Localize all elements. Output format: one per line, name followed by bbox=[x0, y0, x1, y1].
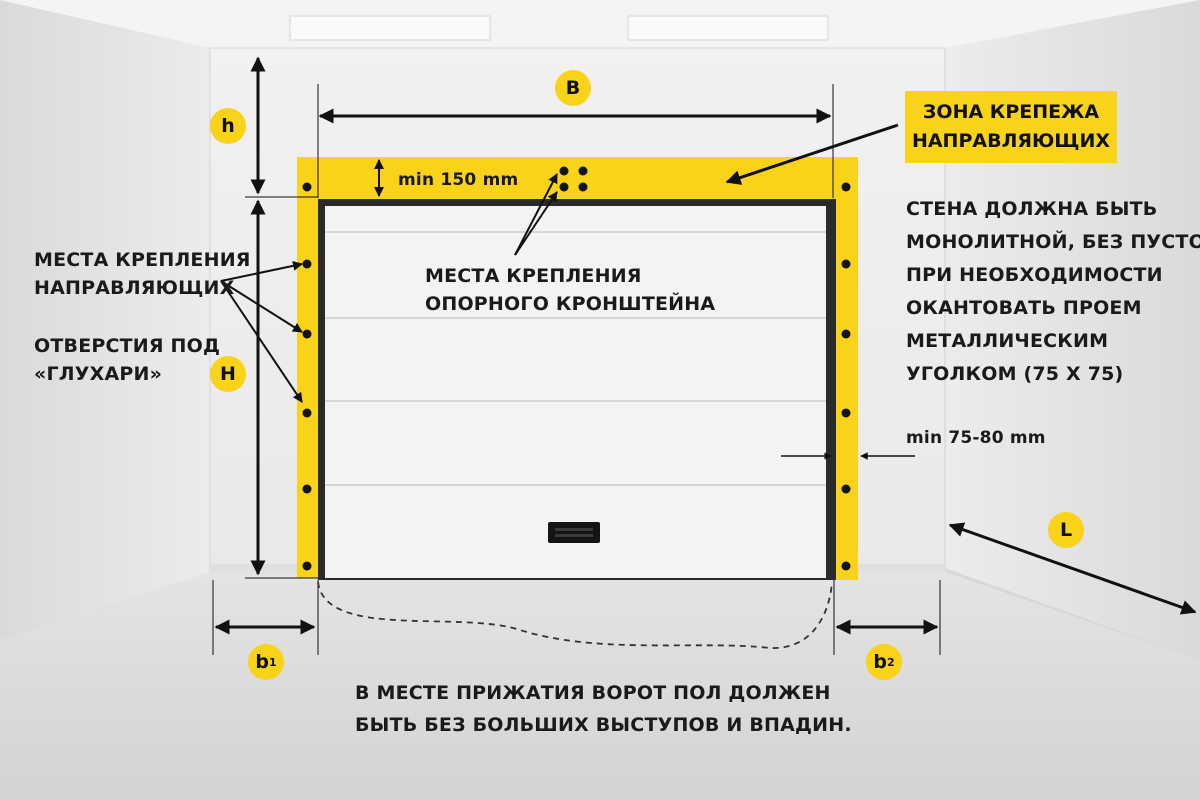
dim-H-badge: H bbox=[210, 356, 246, 392]
bracket-hole bbox=[559, 182, 569, 192]
bracket-hole bbox=[578, 166, 588, 176]
guide-mount-note: МЕСТА КРЕПЛЕНИЯ НАПРАВЛЯЮЩИХ bbox=[34, 249, 251, 299]
dim-L-badge: L bbox=[1048, 512, 1084, 548]
zone-label-box: ЗОНА КРЕПЕЖА НАПРАВЛЯЮЩИХ bbox=[905, 91, 1117, 163]
hole bbox=[302, 329, 312, 339]
door-handle bbox=[548, 522, 600, 543]
hole bbox=[841, 561, 851, 571]
mounting-holes bbox=[302, 166, 851, 571]
hole bbox=[841, 484, 851, 494]
pointer-lines bbox=[220, 123, 899, 403]
bracket-hole bbox=[578, 182, 588, 192]
dim-B-badge: B bbox=[555, 70, 591, 106]
ceiling-light-right bbox=[627, 15, 829, 41]
hole bbox=[302, 484, 312, 494]
length-L-arrow bbox=[948, 522, 1197, 615]
garage-door bbox=[318, 199, 836, 580]
hole bbox=[302, 259, 312, 269]
hole bbox=[841, 408, 851, 418]
bracket-hole bbox=[559, 166, 569, 176]
ceiling-light-left bbox=[289, 15, 491, 41]
wall-note: СТЕНА ДОЛЖНА БЫТЬ МОНОЛИТНОЙ, БЕЗ ПУСТОТ… bbox=[906, 198, 1200, 385]
dim-h-badge: h bbox=[210, 108, 246, 144]
hole bbox=[841, 329, 851, 339]
zone-label-line: НАПРАВЛЯЮЩИХ bbox=[911, 130, 1111, 152]
bracket-note: МЕСТА КРЕПЛЕНИЯ ОПОРНОГО КРОНШТЕЙНА bbox=[425, 265, 716, 315]
hole bbox=[302, 182, 312, 192]
floor-sweep-dashed bbox=[317, 581, 833, 649]
hole bbox=[841, 182, 851, 192]
left-wall bbox=[0, 0, 210, 640]
top-min-label: min 150 mm bbox=[398, 170, 519, 190]
hole bbox=[302, 408, 312, 418]
holes-note: ОТВЕРСТИЯ ПОД «ГЛУХАРИ» bbox=[34, 335, 221, 385]
hole bbox=[302, 561, 312, 571]
hole bbox=[841, 259, 851, 269]
right-wall bbox=[945, 0, 1200, 660]
dimension-lines bbox=[212, 56, 1197, 655]
side-min-label: min 75-80 mm bbox=[906, 428, 1046, 448]
zone-label-line: ЗОНА КРЕПЕЖА bbox=[922, 101, 1100, 123]
floor-note: В МЕСТЕ ПРИЖАТИЯ ВОРОТ ПОЛ ДОЛЖЕН БЫТЬ Б… bbox=[355, 682, 852, 736]
